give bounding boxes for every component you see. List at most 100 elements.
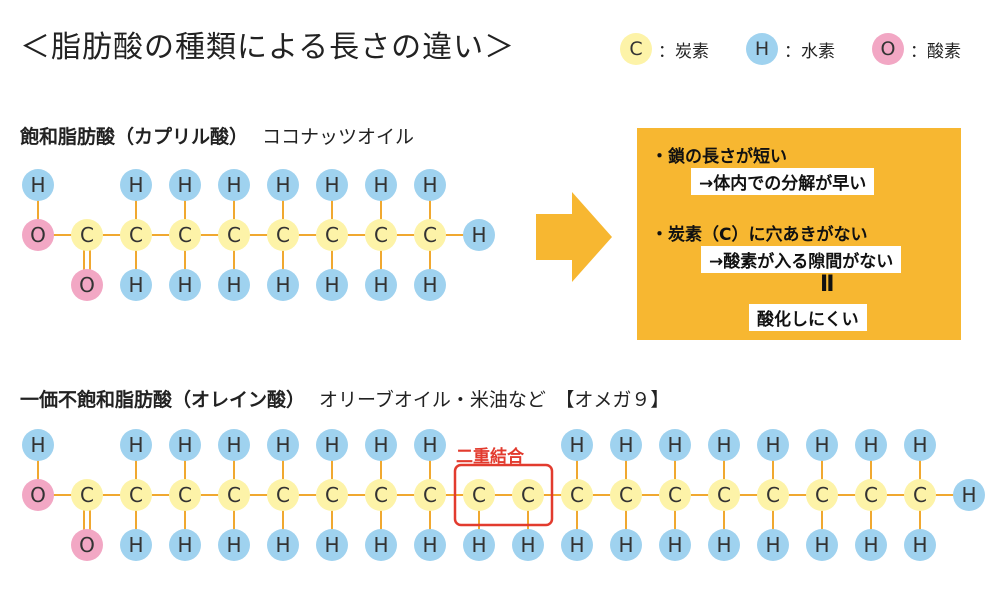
saturated-hydroxyl-oxygen-circle [22, 219, 54, 251]
saturated-carbon-1-circle [71, 219, 103, 251]
unsaturated-carbonyl-oxygen-circle [71, 529, 103, 561]
unsaturated-carbon-5-circle [267, 479, 299, 511]
saturated-hydrogen-top-5-symbol: H [275, 173, 290, 197]
unsaturated-carbon-12-symbol: C [619, 483, 633, 507]
unsaturated-hydrogen-bottom-7-circle [365, 529, 397, 561]
saturated-carbonyl-oxygen-circle [71, 269, 103, 301]
unsaturated-carbon-7-circle [365, 479, 397, 511]
unsaturated-carbon-17-circle [855, 479, 887, 511]
unsaturated-hydrogen-bottom-13-circle [659, 529, 691, 561]
saturated-hydrogen-bottom-5-circle [267, 269, 299, 301]
legend-hydrogen: H ：水素 [746, 33, 835, 65]
unsaturated-carbon-18-symbol: C [913, 483, 927, 507]
legend-hydrogen-label: ：水素 [784, 41, 835, 62]
saturated-carbon-3-circle [169, 219, 201, 251]
unsaturated-carbon-10-circle [512, 479, 544, 511]
unsaturated-carbon-9-symbol: C [472, 483, 486, 507]
unsaturated-hydrogen-bottom-7-symbol: H [373, 533, 388, 557]
unsaturated-hydrogen-top-13-circle [659, 429, 691, 461]
unsaturated-carbon-9-circle [463, 479, 495, 511]
saturated-carbon-7-circle [365, 219, 397, 251]
equals-sign: Ⅱ [820, 272, 835, 297]
unsaturated-hydrogen-bottom-4-circle [218, 529, 250, 561]
saturated-carbon-7-symbol: C [374, 223, 388, 247]
unsaturated-hydrogen-top-3-circle [169, 429, 201, 461]
unsaturated-hydroxyl-hydrogen-circle [22, 429, 54, 461]
unsaturated-carbonyl-oxygen-symbol: O [79, 533, 95, 557]
saturated-carbon-8-symbol: C [423, 223, 437, 247]
unsaturated-carbon-5-symbol: C [276, 483, 290, 507]
unsaturated-hydrogen-top-7-circle [365, 429, 397, 461]
saturated-hydrogen-bottom-8-symbol: H [422, 273, 437, 297]
unsaturated-carbon-18-circle [904, 479, 936, 511]
unsaturated-carbon-15-circle [757, 479, 789, 511]
saturated-hydrogen-bottom-2-circle [120, 269, 152, 301]
unsaturated-carbon-14-symbol: C [717, 483, 731, 507]
unsaturated-hydrogen-bottom-10-circle [512, 529, 544, 561]
saturated-carbon-1-symbol: C [80, 223, 94, 247]
saturated-hydrogen-top-7-symbol: H [373, 173, 388, 197]
saturated-hydroxyl-oxygen-symbol: O [30, 223, 46, 247]
saturated-hydrogen-top-3-circle [169, 169, 201, 201]
unsaturated-hydrogen-top-2-symbol: H [128, 433, 143, 457]
unsaturated-hydrogen-bottom-12-symbol: H [618, 533, 633, 557]
unsaturated-hydrogen-bottom-18-symbol: H [912, 533, 927, 557]
info-point-1: ・鎖の長さが短い [651, 147, 787, 167]
unsaturated-carbon-6-symbol: C [325, 483, 339, 507]
saturated-hydrogen-top-8-symbol: H [422, 173, 437, 197]
saturated-hydrogen-top-6-circle [316, 169, 348, 201]
unsaturated-hydrogen-bottom-18-circle [904, 529, 936, 561]
legend-carbon-label: ：炭素 [658, 41, 709, 62]
unsaturated-hydrogen-top-11-circle [561, 429, 593, 461]
unsaturated-hydrogen-top-17-circle [855, 429, 887, 461]
legend-hydrogen-symbol: H [746, 33, 778, 65]
unsaturated-hydrogen-top-7-symbol: H [373, 433, 388, 457]
info-conclusion: 酸化しにくい [749, 304, 867, 331]
saturated-hydrogen-top-2-circle [120, 169, 152, 201]
saturated-hydrogen-top-3-symbol: H [177, 173, 192, 197]
unsaturated-hydrogen-bottom-10-symbol: H [520, 533, 535, 557]
saturated-hydroxyl-hydrogen-symbol: H [30, 173, 45, 197]
unsaturated-hydrogen-bottom-4-symbol: H [226, 533, 241, 557]
legend-oxygen-symbol: O [872, 33, 904, 65]
unsaturated-carbon-13-symbol: C [668, 483, 682, 507]
unsaturated-heading: 一価不飽和脂肪酸（オレイン酸）オリーブオイル・米油など 【オメガ９】 [20, 385, 669, 412]
unsaturated-hydrogen-bottom-2-circle [120, 529, 152, 561]
saturated-carbon-5-symbol: C [276, 223, 290, 247]
unsaturated-hydrogen-top-8-circle [414, 429, 446, 461]
unsaturated-hydrogen-bottom-5-circle [267, 529, 299, 561]
unsaturated-hydrogen-bottom-9-circle [463, 529, 495, 561]
saturated-carbon-4-symbol: C [227, 223, 241, 247]
unsaturated-hydrogen-top-13-symbol: H [667, 433, 682, 457]
saturated-carbon-4-circle [218, 219, 250, 251]
saturated-hydrogen-bottom-8-circle [414, 269, 446, 301]
unsaturated-carbon-16-symbol: C [815, 483, 829, 507]
saturated-hydrogen-bottom-4-circle [218, 269, 250, 301]
unsaturated-hydrogen-top-16-symbol: H [814, 433, 829, 457]
saturated-hydrogen-top-7-circle [365, 169, 397, 201]
unsaturated-carbon-16-circle [806, 479, 838, 511]
page-title: ＜脂肪酸の種類による長さの違い＞ [20, 30, 516, 65]
unsaturated-carbon-17-symbol: C [864, 483, 878, 507]
unsaturated-carbon-4-circle [218, 479, 250, 511]
unsaturated-carbon-12-circle [610, 479, 642, 511]
double-bond-label: 二重結合 [456, 447, 524, 467]
saturated-hydrogen-bottom-6-circle [316, 269, 348, 301]
unsaturated-hydrogen-top-8-symbol: H [422, 433, 437, 457]
unsaturated-carbon-11-symbol: C [570, 483, 584, 507]
saturated-carbon-5-circle [267, 219, 299, 251]
saturated-carbon-2-symbol: C [129, 223, 143, 247]
unsaturated-hydrogen-top-4-circle [218, 429, 250, 461]
unsaturated-terminal-hydrogen-circle [953, 479, 985, 511]
unsaturated-hydrogen-bottom-16-circle [806, 529, 838, 561]
unsaturated-carbon-1-circle [71, 479, 103, 511]
saturated-hydrogen-bottom-5-symbol: H [275, 273, 290, 297]
unsaturated-hydrogen-top-17-symbol: H [863, 433, 878, 457]
unsaturated-terminal-hydrogen-symbol: H [961, 483, 976, 507]
saturated-hydroxyl-hydrogen-circle [22, 169, 54, 201]
unsaturated-hydrogen-top-18-circle [904, 429, 936, 461]
unsaturated-name: 一価不飽和脂肪酸（オレイン酸） [20, 389, 306, 411]
unsaturated-hydrogen-top-5-symbol: H [275, 433, 290, 457]
